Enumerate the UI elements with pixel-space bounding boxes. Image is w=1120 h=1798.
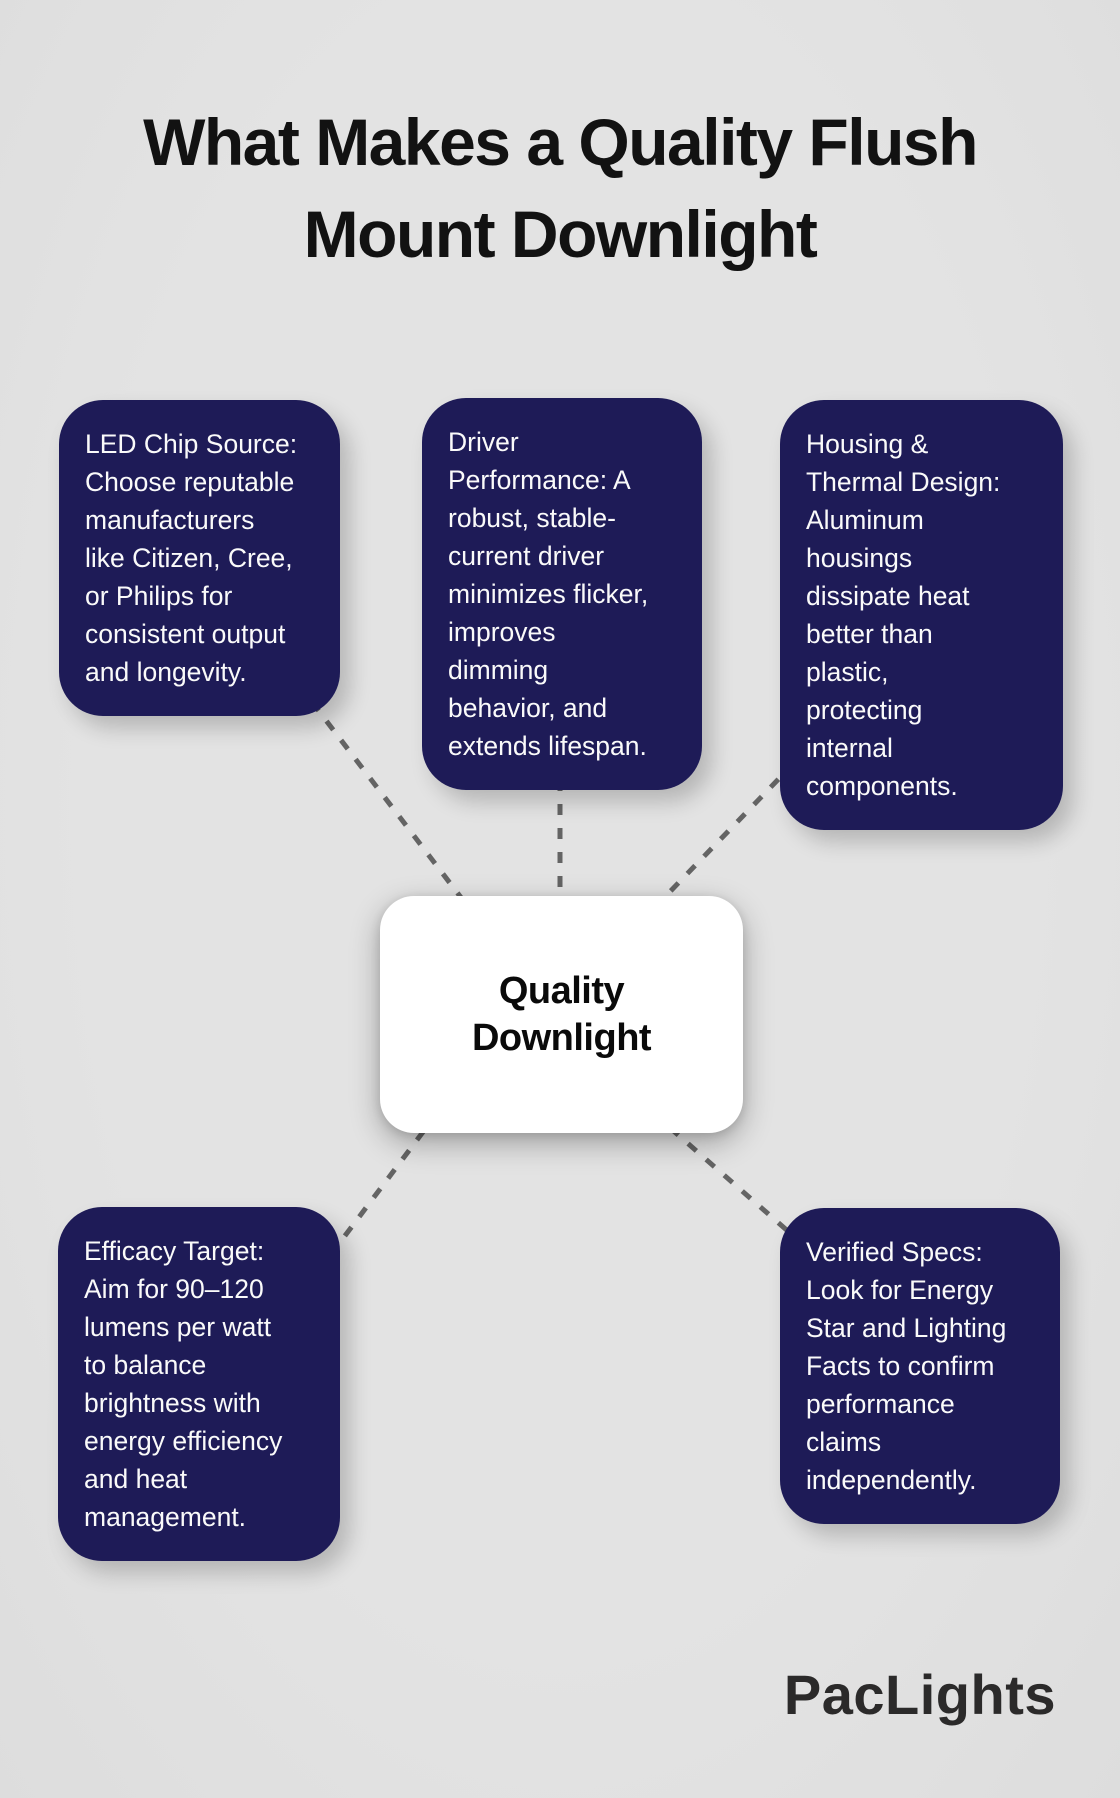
factor-card-efficacy-target: Efficacy Target: Aim for 90–120 lumens p…: [58, 1207, 340, 1561]
page-title: What Makes a Quality Flush Mount Downlig…: [143, 105, 978, 271]
paclights-logo: PacLights: [783, 1663, 1056, 1726]
center-node: Quality Downlight: [380, 896, 743, 1133]
factor-card-housing-thermal-design: Housing & Thermal Design: Aluminum housi…: [780, 400, 1063, 830]
factor-card-verified-specs: Verified Specs: Look for Energy Star and…: [780, 1208, 1060, 1524]
connector-housing: [658, 760, 797, 904]
factor-card-driver-performance: Driver Performance: A robust, stable- cu…: [422, 398, 702, 790]
connector-verified: [650, 1110, 808, 1249]
connector-led-chip: [310, 700, 474, 914]
factor-card-led-chip-source: LED Chip Source: Choose reputable manufa…: [59, 400, 340, 716]
center-node-label: Quality Downlight: [471, 969, 652, 1059]
connector-efficacy: [336, 1110, 440, 1247]
